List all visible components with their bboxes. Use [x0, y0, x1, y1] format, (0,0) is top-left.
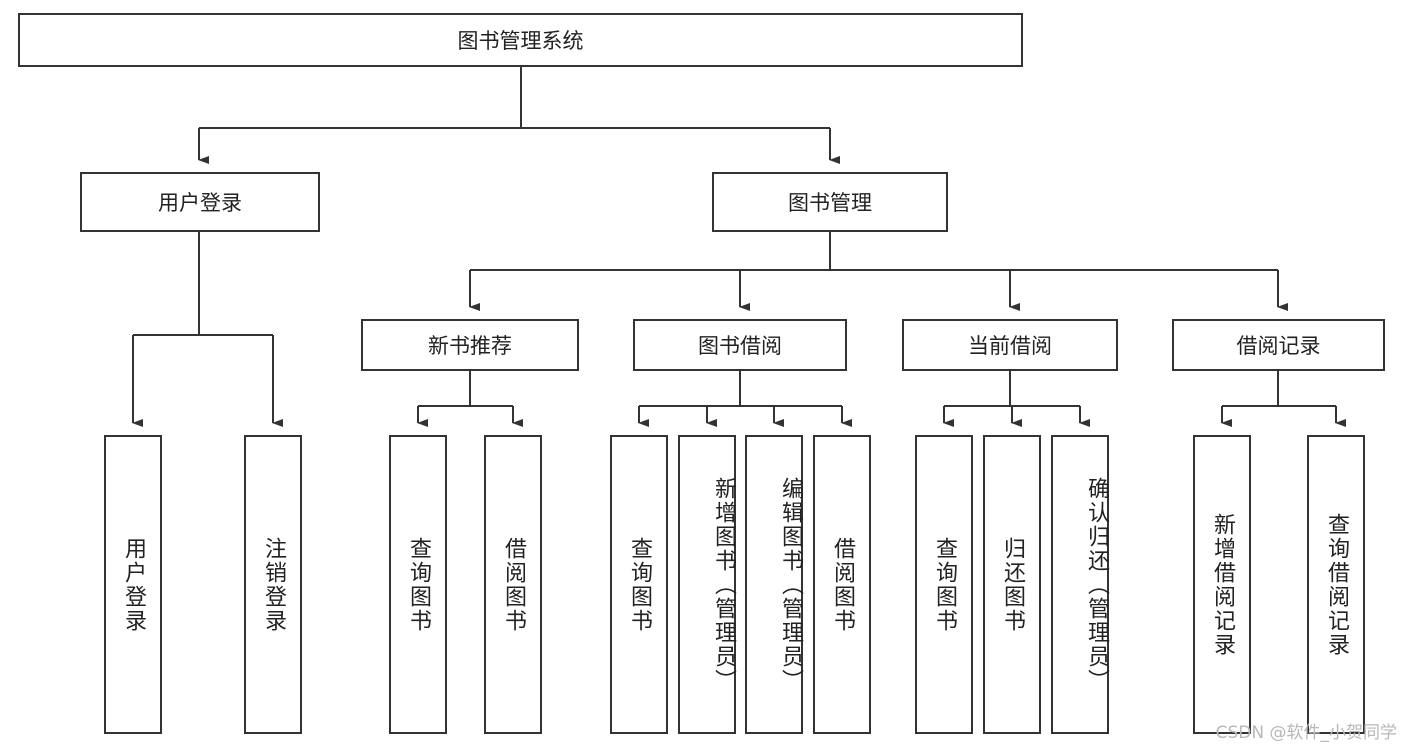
node-user-login-label: 用户登录 [158, 191, 242, 215]
node-root-label: 图书管理系统 [457, 29, 584, 53]
node-cur-query-book[interactable]: 查询图书 [915, 435, 973, 734]
node-new-book-rec-label: 新书推荐 [428, 334, 512, 358]
node-cur-return-book[interactable]: 归还图书 [983, 435, 1041, 734]
node-rec-borrow-book-label: 借阅图书 [501, 536, 526, 633]
node-user-login-do[interactable]: 用户登录 [104, 435, 162, 734]
node-book-manage-label: 图书管理 [788, 191, 872, 215]
node-rec-add-record-label: 新增借阅记录 [1210, 512, 1235, 657]
node-user-login-do-label: 用户登录 [121, 536, 146, 633]
node-cur-return-book-label: 归还图书 [1000, 536, 1025, 633]
node-cur-confirm-return-label: 确认归还（管理员） [1084, 476, 1109, 693]
node-book-borrow[interactable]: 图书借阅 [633, 319, 847, 371]
node-borrow-records-label: 借阅记录 [1236, 334, 1321, 358]
node-user-logout[interactable]: 注销登录 [244, 435, 302, 734]
node-rec-add-record[interactable]: 新增借阅记录 [1193, 435, 1251, 734]
node-rec-query-book[interactable]: 查询图书 [389, 435, 447, 734]
watermark: CSDN @软件_小贺同学 [1215, 723, 1397, 743]
node-borrow-add-book[interactable]: 新增图书（管理员） [678, 435, 736, 734]
node-borrow-records[interactable]: 借阅记录 [1172, 319, 1385, 371]
node-user-logout-label: 注销登录 [261, 536, 286, 633]
node-new-book-rec[interactable]: 新书推荐 [361, 319, 579, 371]
node-rec-query-record[interactable]: 查询借阅记录 [1307, 435, 1365, 734]
node-rec-query-record-label: 查询借阅记录 [1324, 512, 1349, 657]
node-book-borrow-label: 图书借阅 [698, 334, 782, 358]
node-borrow-edit-book[interactable]: 编辑图书（管理员） [745, 435, 803, 734]
node-current-borrow-label: 当前借阅 [968, 334, 1052, 358]
node-borrow-query-book-label: 查询图书 [627, 536, 652, 633]
node-current-borrow[interactable]: 当前借阅 [902, 319, 1118, 371]
node-cur-query-book-label: 查询图书 [932, 536, 957, 633]
node-rec-borrow-book[interactable]: 借阅图书 [484, 435, 542, 734]
node-cur-confirm-return[interactable]: 确认归还（管理员） [1051, 435, 1109, 734]
node-user-login[interactable]: 用户登录 [80, 172, 320, 232]
node-borrow-edit-book-label: 编辑图书（管理员） [778, 476, 803, 693]
node-borrow-query-book[interactable]: 查询图书 [610, 435, 668, 734]
node-borrow-do-book-label: 借阅图书 [830, 536, 855, 633]
node-rec-query-book-label: 查询图书 [406, 536, 431, 633]
node-borrow-do-book[interactable]: 借阅图书 [813, 435, 871, 734]
node-borrow-add-book-label: 新增图书（管理员） [711, 476, 736, 693]
node-book-manage[interactable]: 图书管理 [712, 172, 948, 232]
node-root[interactable]: 图书管理系统 [18, 13, 1023, 67]
